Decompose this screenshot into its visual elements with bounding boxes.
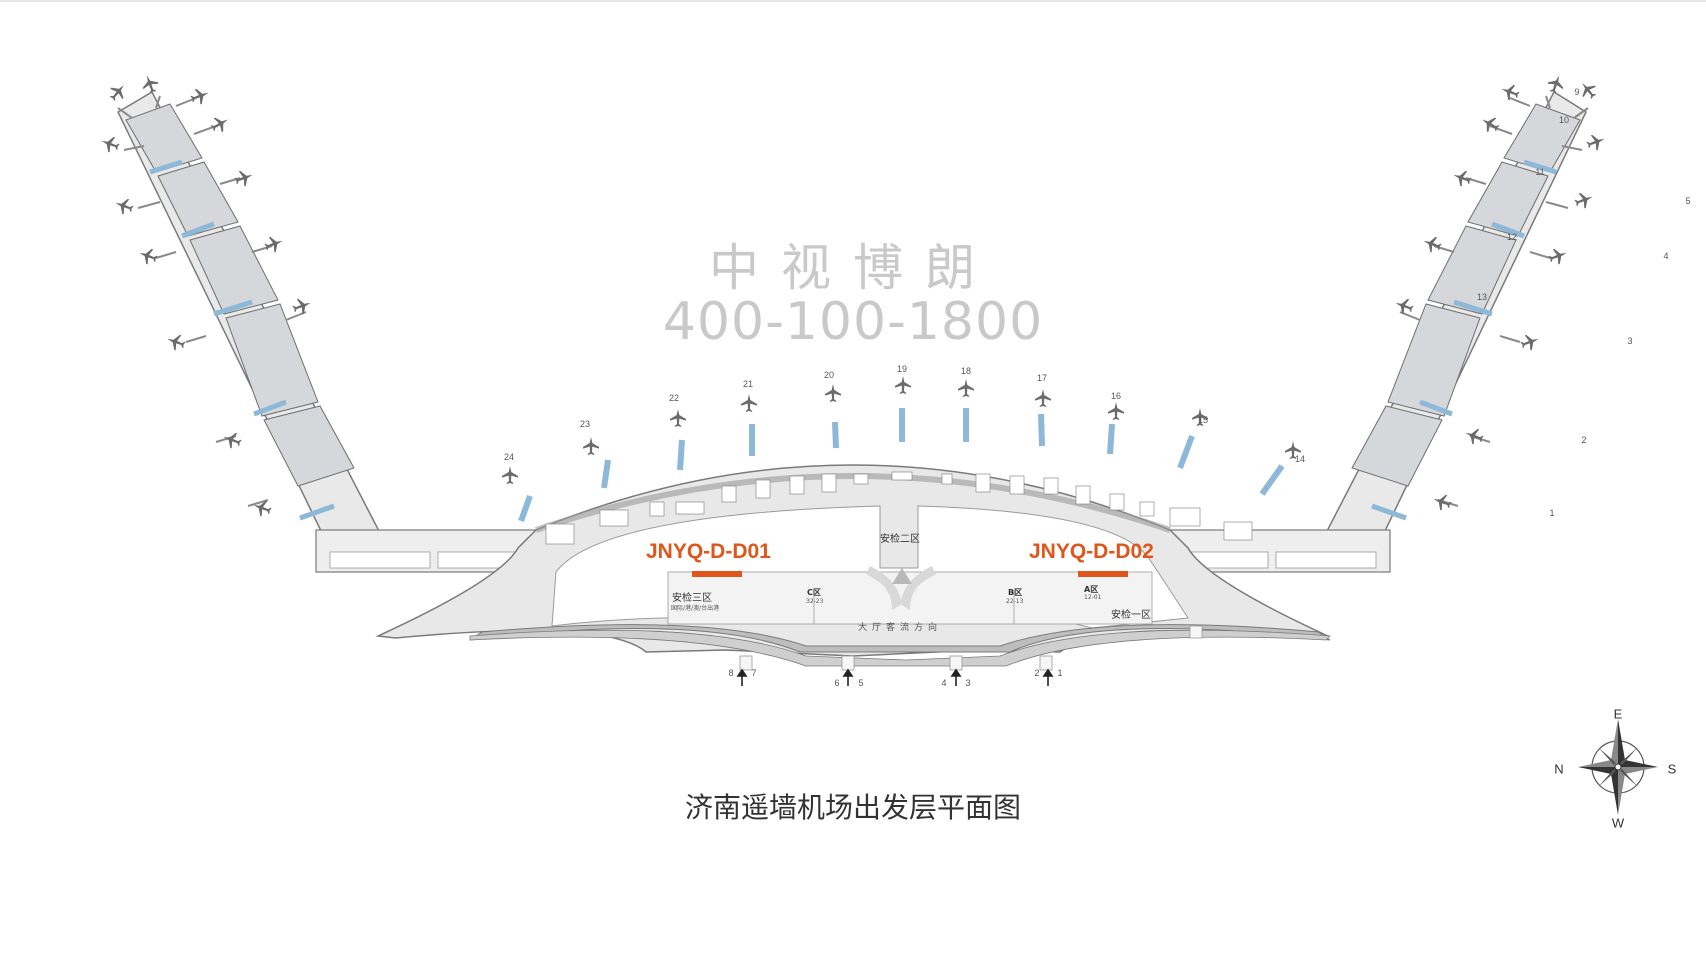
ad-position-bar-d01[interactable]: [692, 571, 742, 577]
boarding-bridge: [601, 459, 611, 489]
compass-rose: [1578, 719, 1658, 815]
gate-number: 23: [579, 419, 591, 429]
aircraft-icon: [1546, 245, 1570, 267]
ad-position-label-d02[interactable]: JNYQ-D-D02: [1029, 540, 1154, 563]
aircraft-icon: [250, 497, 274, 519]
aircraft-icon: [583, 437, 599, 455]
gate-number: 13: [1476, 292, 1488, 302]
aircraft-icon: [1462, 425, 1486, 447]
compass-east-label: E: [1613, 706, 1623, 722]
entrance-number: 6: [834, 678, 840, 688]
aircraft-icon: [1450, 167, 1474, 189]
boarding-bridge: [677, 439, 685, 471]
aircraft-icon: [98, 133, 122, 155]
security-zone-3-label: 安检三区: [672, 593, 712, 604]
passenger-flow-direction-label: 大厅客流方向: [858, 623, 943, 633]
entrance-number: 8: [728, 668, 734, 678]
aircraft-icon: [502, 466, 518, 484]
gate-number: 18: [960, 366, 972, 376]
area-a-gates: 12-01: [1084, 594, 1102, 601]
aircraft-icon: [1035, 389, 1051, 407]
gate-number: 16: [1110, 391, 1122, 401]
gate-number: 3: [1627, 336, 1633, 346]
boarding-bridge: [518, 494, 533, 523]
compass-west-label: W: [1611, 815, 1625, 831]
gate-number: 22: [668, 393, 680, 403]
gate-number: 14: [1294, 454, 1306, 464]
area-a-label: A区: [1084, 585, 1099, 594]
entrance-number: 4: [941, 678, 947, 688]
aircraft-icon: [1518, 331, 1542, 353]
gate-number: 19: [896, 364, 908, 374]
aircraft-icon: [670, 409, 686, 427]
aircraft-icon: [895, 376, 911, 394]
aircraft-icon: [1430, 491, 1454, 513]
area-b-label: B区: [1008, 588, 1023, 597]
gate-number: 17: [1036, 373, 1048, 383]
aircraft-icon: [1478, 112, 1502, 136]
boarding-bridge: [1038, 413, 1045, 447]
main-terminal: [375, 464, 1331, 686]
arc-boarding-bridges: [518, 408, 1285, 523]
compass-north-label: N: [1554, 761, 1564, 777]
right-pier: [1324, 90, 1589, 534]
aircraft-icon: [112, 195, 136, 217]
gate-number: 9: [1574, 87, 1580, 97]
top-divider: [0, 0, 1706, 2]
gate-number: 5: [1685, 196, 1691, 206]
aircraft-icon: [232, 167, 256, 189]
ad-position-bar-d02[interactable]: [1078, 571, 1128, 577]
aircraft-icon: [825, 384, 841, 402]
aircraft-icon: [106, 79, 130, 105]
area-c-label: C区: [807, 588, 821, 597]
area-c-gates: 32-23: [806, 598, 824, 605]
compass-south-label: S: [1667, 761, 1677, 777]
entrance-number: 5: [858, 678, 864, 688]
gate-number: 12: [1506, 232, 1518, 242]
entrance-number: 2: [1034, 668, 1040, 678]
gate-number: 10: [1558, 115, 1570, 125]
connector-corridors: [315, 529, 1391, 573]
entrance-number: 7: [751, 668, 757, 678]
aircraft-icon: [188, 85, 212, 107]
area-b-gates: 22-13: [1006, 598, 1024, 605]
security-zone-1-label: 安检一区: [1111, 610, 1151, 621]
aircraft-icon: [1584, 131, 1608, 153]
gate-number: 11: [1535, 167, 1545, 177]
gate-number: 21: [742, 379, 754, 389]
gate-number: 4: [1663, 251, 1669, 261]
aircraft-icon: [136, 245, 160, 267]
aircraft-icon: [1498, 81, 1522, 103]
map-caption: 济南遥墙机场出发层平面图: [684, 791, 1021, 824]
boarding-bridge: [832, 421, 839, 449]
entrance-number: 3: [965, 678, 971, 688]
left-pier: [117, 90, 382, 534]
aircraft-icon: [139, 72, 161, 96]
aircraft-icon: [1576, 77, 1600, 103]
aircraft-icon: [208, 112, 232, 136]
entrance-number: 1: [1057, 668, 1063, 678]
aircraft-icon: [1108, 402, 1124, 420]
aircraft-icon: [1420, 233, 1444, 255]
gate-number: 15: [1197, 415, 1209, 425]
gate-number: 20: [823, 370, 835, 380]
gate-number: 2: [1581, 435, 1587, 445]
gate-number: 1: [1549, 508, 1555, 518]
aircraft-icon: [164, 331, 188, 353]
boarding-bridge: [1259, 464, 1285, 496]
gate-number: 24: [503, 452, 515, 462]
security-zone-3-note: 国际/港/澳/台出港: [671, 605, 720, 612]
boarding-bridge: [1177, 434, 1195, 470]
aircraft-icon: [262, 233, 286, 255]
aircraft-icon: [1545, 72, 1567, 96]
aircraft-icon: [958, 379, 974, 397]
boarding-bridge: [1107, 423, 1115, 455]
security-zone-2-label: 安检二区: [880, 534, 920, 545]
aircraft-icon: [1572, 189, 1596, 211]
aircraft-icon: [741, 394, 757, 412]
ad-position-label-d01[interactable]: JNYQ-D-D01: [646, 540, 771, 563]
